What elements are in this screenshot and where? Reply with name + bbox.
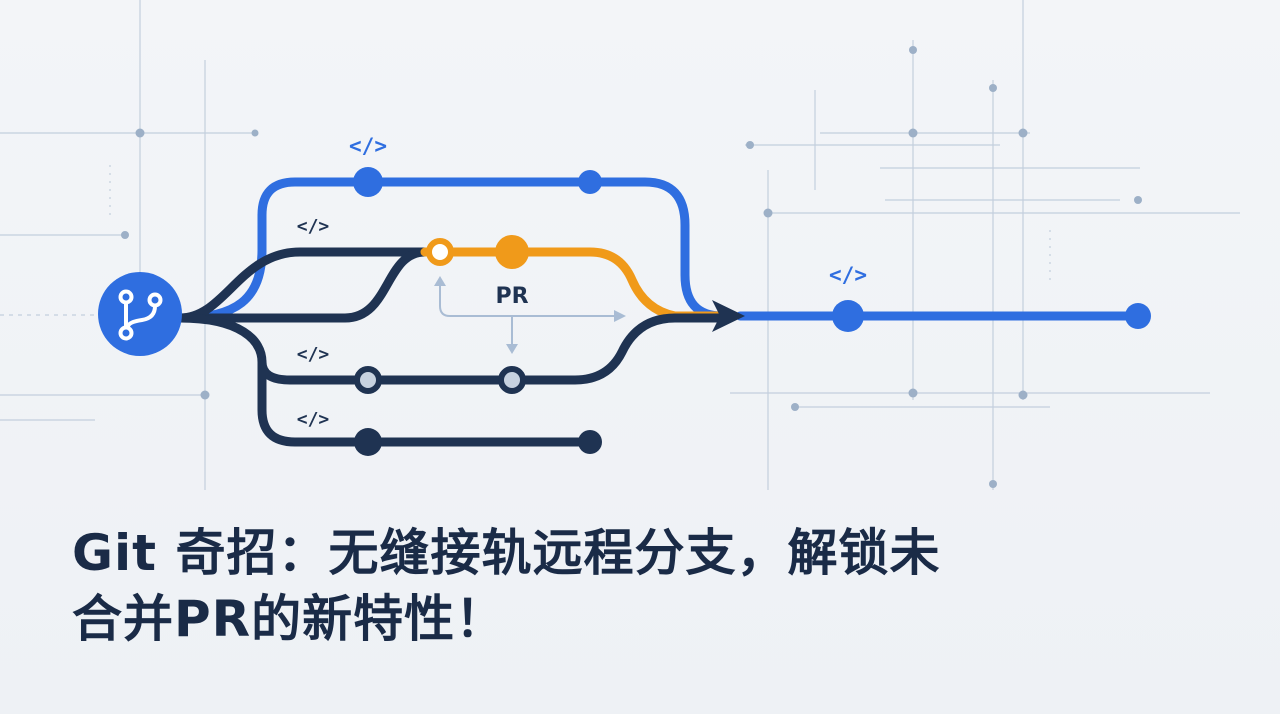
grid-dot	[251, 129, 259, 137]
commit-node	[426, 238, 454, 266]
code-tag-label: </>	[829, 263, 867, 287]
grid-dot	[746, 141, 754, 149]
navy-branch-line	[175, 247, 430, 323]
grid-dot	[791, 403, 799, 411]
grid-dot	[135, 128, 145, 138]
arrow-right-icon	[614, 310, 626, 322]
commit-node	[1125, 303, 1151, 329]
commit-node	[578, 430, 602, 454]
grid-dot	[121, 231, 129, 239]
commit-node	[498, 366, 526, 394]
commit-nodes	[353, 167, 1151, 456]
grid-dot	[909, 46, 917, 54]
grid-dot	[763, 208, 773, 218]
grid-dot	[989, 84, 997, 92]
commit-node	[832, 300, 864, 332]
commit-node	[354, 366, 382, 394]
arrow-up-icon	[434, 276, 446, 286]
navy-branch-line	[175, 313, 727, 385]
background-dots	[121, 46, 1142, 488]
pr-label: PR	[495, 284, 528, 309]
grid-dot	[1134, 196, 1142, 204]
title-line-1: Git 奇招：无缝接轨远程分支，解锁未	[72, 524, 941, 582]
commit-node	[495, 235, 529, 269]
commit-node	[354, 428, 382, 456]
background-grid	[0, 0, 1240, 490]
commit-node	[578, 170, 602, 194]
pr-branch-line	[420, 247, 727, 321]
grid-dot	[1018, 128, 1028, 138]
title-line-2: 合并PR的新特性！	[72, 590, 507, 648]
git-branch-icon	[98, 272, 182, 356]
navy-branch-line	[257, 357, 595, 447]
grid-dot	[908, 128, 918, 138]
page-title: Git 奇招：无缝接轨远程分支，解锁未 合并PR的新特性！	[72, 520, 1232, 652]
grid-dot	[200, 390, 210, 400]
code-tag-label: </>	[349, 134, 387, 158]
code-tag-label: </>	[297, 409, 330, 430]
feature-branch-line	[175, 177, 727, 323]
arrow-down-icon	[506, 344, 518, 354]
grid-dot	[908, 388, 918, 398]
code-tag-label: </>	[297, 216, 330, 237]
merge-arrow-icon	[712, 300, 745, 332]
grid-dot	[1018, 390, 1028, 400]
code-tag-label: </>	[297, 344, 330, 365]
grid-dot	[989, 480, 997, 488]
commit-node	[353, 167, 383, 197]
pr-flow-arrows	[439, 282, 615, 346]
